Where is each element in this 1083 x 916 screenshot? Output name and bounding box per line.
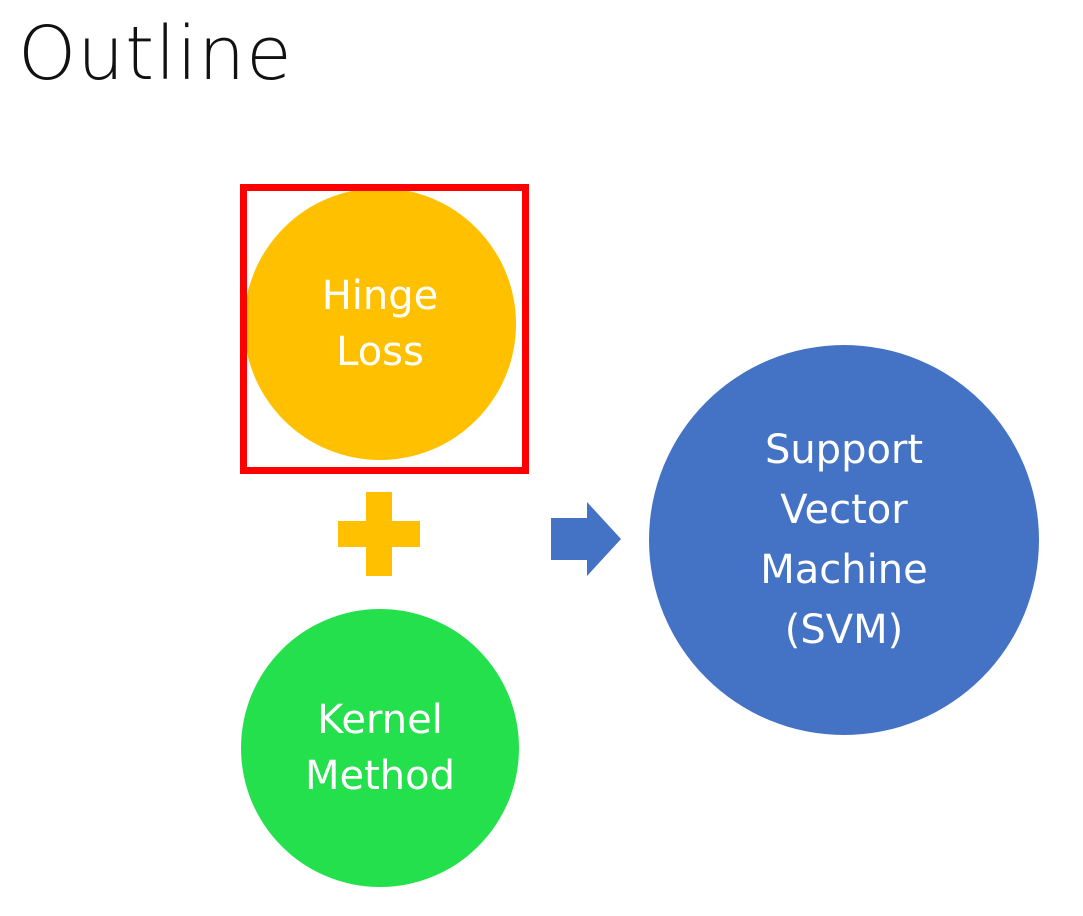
hinge-loss-label-line2: Loss [336, 329, 424, 375]
hinge-loss-node: Hinge Loss [244, 188, 516, 460]
svm-label-line2: Vector [780, 487, 908, 533]
svm-label-line1: Support [764, 427, 924, 473]
kernel-method-node: Kernel Method [241, 609, 519, 887]
slide-title: Outline [18, 11, 293, 97]
svm-label-line4: (SVM) [784, 607, 904, 653]
svm-node: Support Vector Machine (SVM) [649, 345, 1039, 735]
hinge-loss-highlight-box [240, 184, 529, 474]
kernel-method-label-line2: Method [304, 753, 456, 799]
kernel-method-label-line1: Kernel [317, 697, 443, 743]
hinge-loss-label-line1: Hinge [321, 273, 439, 319]
right-arrow-icon [551, 502, 621, 576]
plus-icon [338, 492, 420, 576]
svm-label-line3: Machine [760, 547, 928, 593]
right-arrow-shape [551, 502, 621, 576]
plus-icon-horizontal-bar [338, 521, 420, 547]
